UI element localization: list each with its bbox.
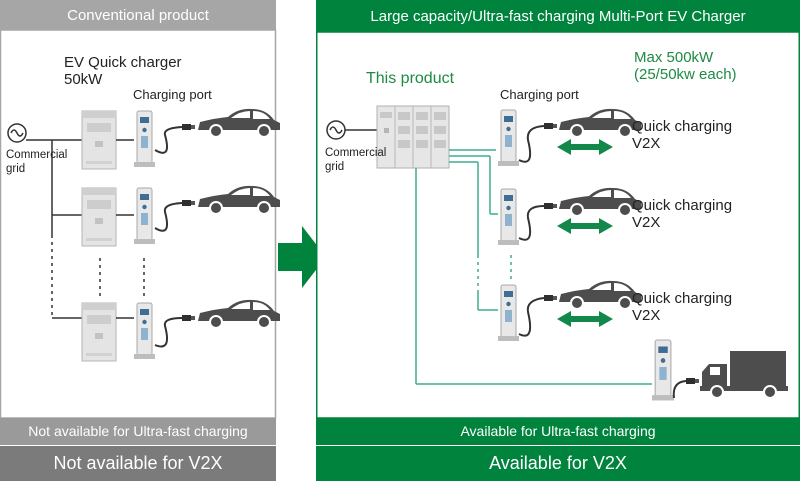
truck-station [651, 339, 788, 402]
port-2-line1: Quick charging [632, 197, 733, 214]
port-1-label: Quick charging V2X [632, 118, 732, 153]
right-row-3 [497, 279, 642, 342]
charging-post-icon [133, 187, 156, 245]
left-row-3 [81, 298, 281, 362]
max-power-line1: Max 500kW [634, 49, 714, 66]
max-power-line2: (25/50kw each) [634, 66, 737, 84]
right-header-bar [316, 0, 800, 32]
left-footer-line1: Not available for Ultra-fast charging [28, 423, 248, 439]
charging-post-icon [133, 110, 156, 168]
charger-label-line1: EV Quick charger [64, 54, 182, 71]
multi-port-charger-unit [376, 105, 450, 169]
left-grid-label-line1: Commercial [6, 149, 68, 161]
charging-post-icon [497, 284, 520, 342]
right-panel-frame [316, 31, 800, 419]
grid-symbol-icon [7, 123, 27, 143]
quick-charger-cabinet-icon [81, 187, 117, 247]
right-footer-line1: Available for Ultra-fast charging [460, 423, 656, 439]
charging-post-icon [497, 109, 520, 167]
left-grid-label: Commercial grid [6, 149, 67, 177]
charging-post-icon [133, 302, 156, 360]
charging-post-icon [651, 339, 675, 402]
right-footer-bar-2 [316, 446, 800, 481]
left-footer-bar-2 [0, 446, 276, 481]
charger-label: EV Quick charger 50kW [64, 54, 182, 89]
left-grid-label-line2: grid [6, 162, 26, 175]
port-1-line1: Quick charging [632, 118, 733, 135]
right-grid-label-line2: grid [325, 160, 345, 173]
charger-label-line2: 50kW [64, 71, 103, 89]
port-2-label: Quick charging V2X [632, 197, 732, 232]
right-header-title: Large capacity/Ultra-fast charging Multi… [370, 8, 746, 25]
left-port-label: Charging port [133, 87, 212, 102]
left-row-1 [81, 107, 281, 170]
port-3-line2: V2X [632, 307, 661, 325]
left-footer-line2: Not available for V2X [53, 453, 223, 473]
right-grid-label: Commercial grid [325, 147, 386, 175]
port-3-label: Quick charging V2X [632, 290, 732, 325]
right-row-1 [497, 107, 642, 167]
quick-charger-cabinet-icon [81, 110, 117, 170]
port-2-line2: V2X [632, 214, 661, 232]
grid-symbol-icon [326, 120, 346, 140]
right-footer-bar-1 [316, 418, 800, 445]
port-3-line1: Quick charging [632, 290, 733, 307]
left-header-bar [0, 0, 276, 30]
right-footer-line2: Available for V2X [489, 453, 627, 473]
max-power-label: Max 500kW (25/50kw each) [634, 49, 737, 84]
left-header-title: Conventional product [67, 7, 209, 24]
transition-arrow-icon [278, 226, 326, 288]
truck-icon [700, 351, 788, 399]
quick-charger-cabinet-icon [81, 302, 117, 362]
port-1-line2: V2X [632, 135, 661, 153]
charging-post-icon [497, 188, 520, 246]
distribution-lines [415, 149, 652, 385]
product-label: This product [366, 70, 455, 87]
left-footer-bar-1 [0, 418, 276, 445]
left-row-2 [81, 184, 281, 247]
right-grid-label-line1: Commercial [325, 147, 387, 159]
right-row-2 [497, 186, 642, 246]
right-port-label: Charging port [500, 87, 579, 102]
